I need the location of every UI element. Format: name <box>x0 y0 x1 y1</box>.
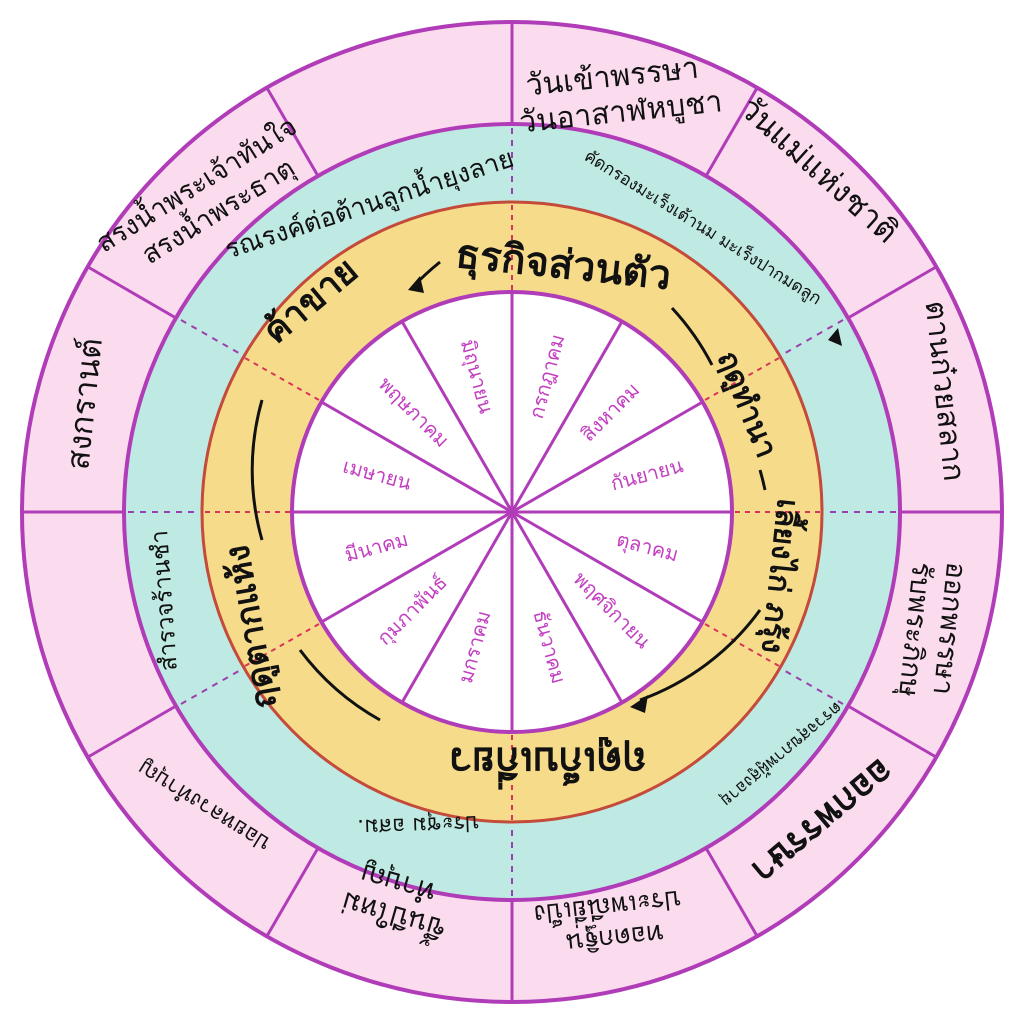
season-harvest: ฤดูเก็บเกี่ยว <box>449 737 646 790</box>
tick <box>779 667 844 705</box>
divider <box>87 704 177 759</box>
arrow-farming <box>758 469 767 491</box>
divider <box>265 847 320 937</box>
tick <box>244 357 320 401</box>
tick <box>779 319 844 357</box>
event-end-lent: ออกพรรษา รับพระภิกษุ <box>891 557 973 706</box>
divider <box>704 847 759 937</box>
month-spoke <box>400 511 514 704</box>
arrow-selling <box>250 399 264 541</box>
gold-ticks <box>205 205 820 820</box>
month-spoke <box>510 511 624 704</box>
divider <box>847 704 937 759</box>
arrowhead <box>630 695 648 713</box>
arrowhead <box>828 328 842 346</box>
outer-dividers <box>22 22 1002 1002</box>
arrow-harvest <box>298 649 381 722</box>
month-spoke <box>510 320 624 513</box>
arrow-business <box>670 306 714 366</box>
divider <box>265 87 320 177</box>
arrow-raising <box>639 609 762 702</box>
tick <box>180 319 245 357</box>
season-arrows <box>250 260 767 722</box>
tick <box>244 623 320 667</box>
tick <box>704 623 780 667</box>
arrowhead <box>408 276 424 293</box>
month-spoke <box>320 510 513 624</box>
activity-meeting: ประชุม อสม. <box>357 810 480 839</box>
month-spoke <box>400 320 514 513</box>
month-spoke <box>511 510 704 624</box>
tick <box>704 357 780 401</box>
teal-ticks <box>128 128 896 896</box>
divider <box>704 87 759 177</box>
divider <box>847 265 937 320</box>
month-spokes <box>292 292 732 732</box>
tick <box>180 667 245 705</box>
divider <box>87 265 177 320</box>
month-spoke <box>320 400 513 514</box>
month-spoke <box>511 400 704 514</box>
